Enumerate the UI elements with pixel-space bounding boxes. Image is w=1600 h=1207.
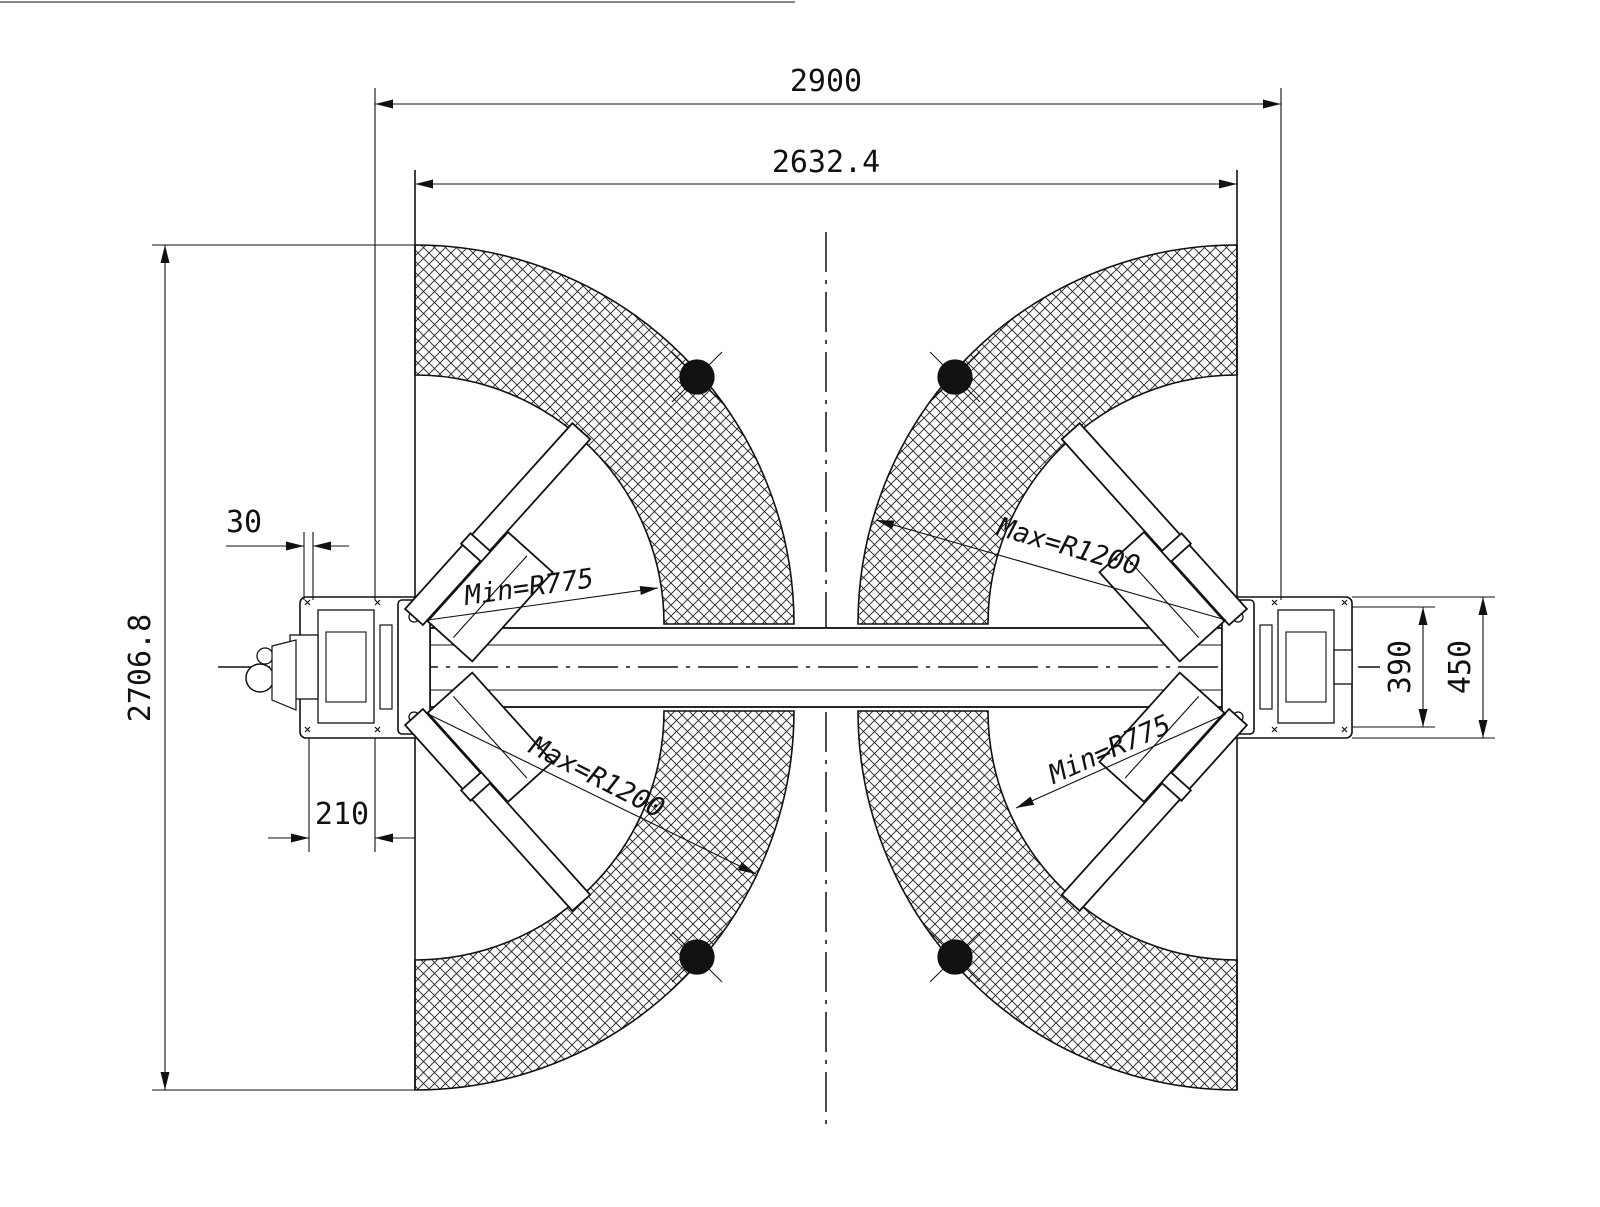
left-lower-arm [403,671,592,913]
base-depth-label: 210 [315,797,369,832]
right-upper-swing-zone [857,244,1238,625]
overall-height-label: 2706.8 [123,614,158,722]
lift-pad-lower-left [671,931,723,983]
lift-pad-lower-right [929,931,981,983]
radius-leader-lower-right [1015,713,1227,809]
column-offset-label: 30 [226,505,262,540]
right-lower-arm [1060,671,1249,913]
beam-width-outer-label: 450 [1443,640,1478,694]
radius-leader-upper-right [875,519,1227,621]
right-upper-arm [1060,421,1249,663]
lift-pad-upper-right [929,351,981,403]
radius-leader-upper-left [427,586,659,621]
left-lower-swing-zone [414,710,795,1091]
left-column [245,596,431,739]
right-lower-swing-zone [857,710,1238,1091]
radius-label-lower-left: Max=R1200 [524,730,669,824]
left-upper-swing-zone [414,244,795,625]
beam-width-inner-label: 390 [1383,640,1418,694]
radius-label-upper-right: Max=R1200 [993,512,1143,582]
right-column [1221,596,1353,739]
radius-leader-lower-left [427,713,757,875]
lift-pad-upper-left [671,351,723,403]
overall-width-label: 2900 [790,64,862,99]
left-upper-arm [403,421,592,663]
inner-width-label: 2632.4 [772,145,880,180]
